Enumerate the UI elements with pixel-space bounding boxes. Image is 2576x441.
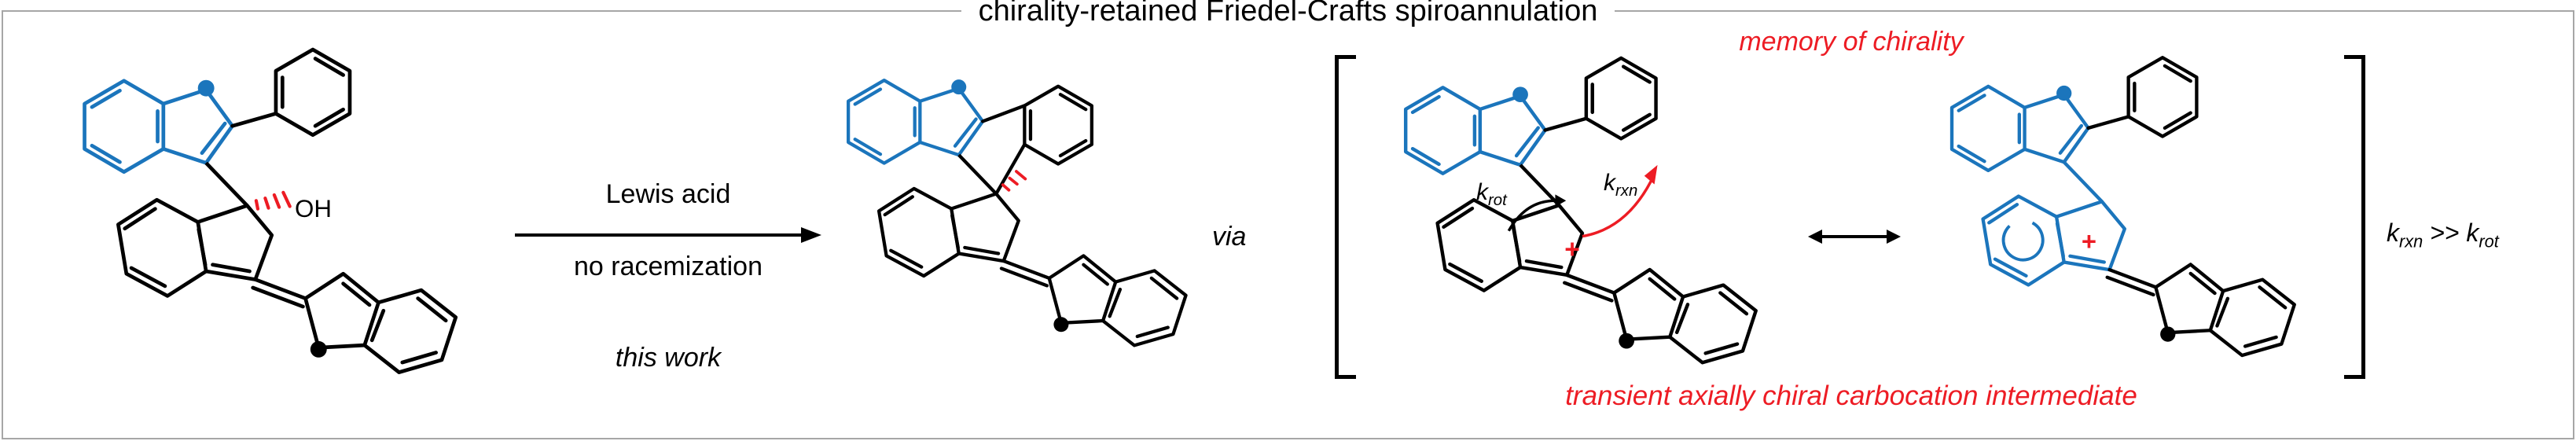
fused-phenyl-ring xyxy=(983,86,1092,194)
k-rxn-label: krxn xyxy=(1604,170,1637,200)
indene-unit xyxy=(879,189,1019,276)
figure-title-wrap: chirality-retained Friedel-Crafts spiroa… xyxy=(0,0,2576,26)
condition-bottom: no racemization xyxy=(573,252,763,281)
resonance-arrowhead-left xyxy=(1808,230,1822,244)
resonance-arrowhead-right xyxy=(1887,230,1901,244)
memory-of-chirality-label: memory of chirality xyxy=(1739,27,1964,57)
condition-top: Lewis acid xyxy=(605,179,731,209)
left-bracket xyxy=(1335,55,1356,379)
benzofulvene-unit-blue xyxy=(85,80,233,172)
k-rot-label: krot xyxy=(1476,179,1507,210)
k-symbol: k xyxy=(2387,219,2399,247)
biaryl-axis-bond xyxy=(204,161,249,208)
resonance-arrow xyxy=(1808,230,1901,244)
k-symbol: k xyxy=(1476,179,1488,205)
carbocation-plus: + xyxy=(1564,235,1580,264)
k-symbol: k xyxy=(1604,170,1615,196)
rot-subscript: rot xyxy=(1488,192,1507,209)
reaction-arrow xyxy=(515,227,821,243)
benzofulvene-unit-black xyxy=(1564,270,1755,362)
reaction-arrowhead xyxy=(801,227,821,243)
oh-label: OH xyxy=(295,195,332,222)
biaryl-axis-bond xyxy=(1519,164,1560,207)
carbocation-structure-1: + xyxy=(1361,41,1795,386)
benzofulvene-unit-black xyxy=(1001,255,1186,345)
right-bracket xyxy=(2344,55,2365,379)
phenyl-ring xyxy=(2089,57,2197,136)
red-arrowhead xyxy=(1644,164,1658,185)
rxn-subscript: rxn xyxy=(2399,231,2423,252)
product-structure xyxy=(806,35,1224,368)
benzofulvene-unit-blue xyxy=(848,79,983,163)
rotation-curved-arrow xyxy=(1507,194,1567,232)
stereo-hash-marks xyxy=(1001,170,1027,192)
via-label: via xyxy=(1212,222,1247,252)
phenyl-ring xyxy=(1545,58,1656,139)
rot-subscript: rot xyxy=(2479,231,2499,252)
rotation-arrowhead xyxy=(1555,194,1567,208)
rate-relation: krxn >> krot xyxy=(2387,219,2499,252)
biaryl-axis-bond xyxy=(2063,160,2104,203)
indene-unit xyxy=(118,200,271,296)
reaction-curved-arrow-red xyxy=(1582,164,1658,238)
reactant-structure: OH xyxy=(38,31,498,397)
indene-unit xyxy=(1438,200,1582,290)
figure-title: chirality-retained Friedel-Crafts spiroa… xyxy=(961,0,1615,26)
carbocation-plus: + xyxy=(2082,226,2096,255)
benzofulvene-unit-black xyxy=(2107,264,2295,355)
k-symbol: k xyxy=(2466,219,2479,247)
benzofulvene-unit-blue xyxy=(1952,86,2089,171)
this-work-note: this work xyxy=(615,343,722,373)
phenyl-ring xyxy=(233,50,350,135)
spiro-bond xyxy=(957,153,998,196)
benzofulvene-unit-blue xyxy=(1406,86,1545,173)
transient-intermediate-label: transient axially chiral carbocation int… xyxy=(1565,380,2137,411)
carbocation-structure-2: + xyxy=(1909,41,2333,378)
delocalization-arc xyxy=(2001,219,2045,262)
rxn-subscript: rxn xyxy=(1615,182,1638,200)
much-greater-than: >> xyxy=(2430,219,2460,247)
hashed-wedge-bond xyxy=(254,190,292,211)
benzofulvene-unit-black xyxy=(253,274,456,372)
